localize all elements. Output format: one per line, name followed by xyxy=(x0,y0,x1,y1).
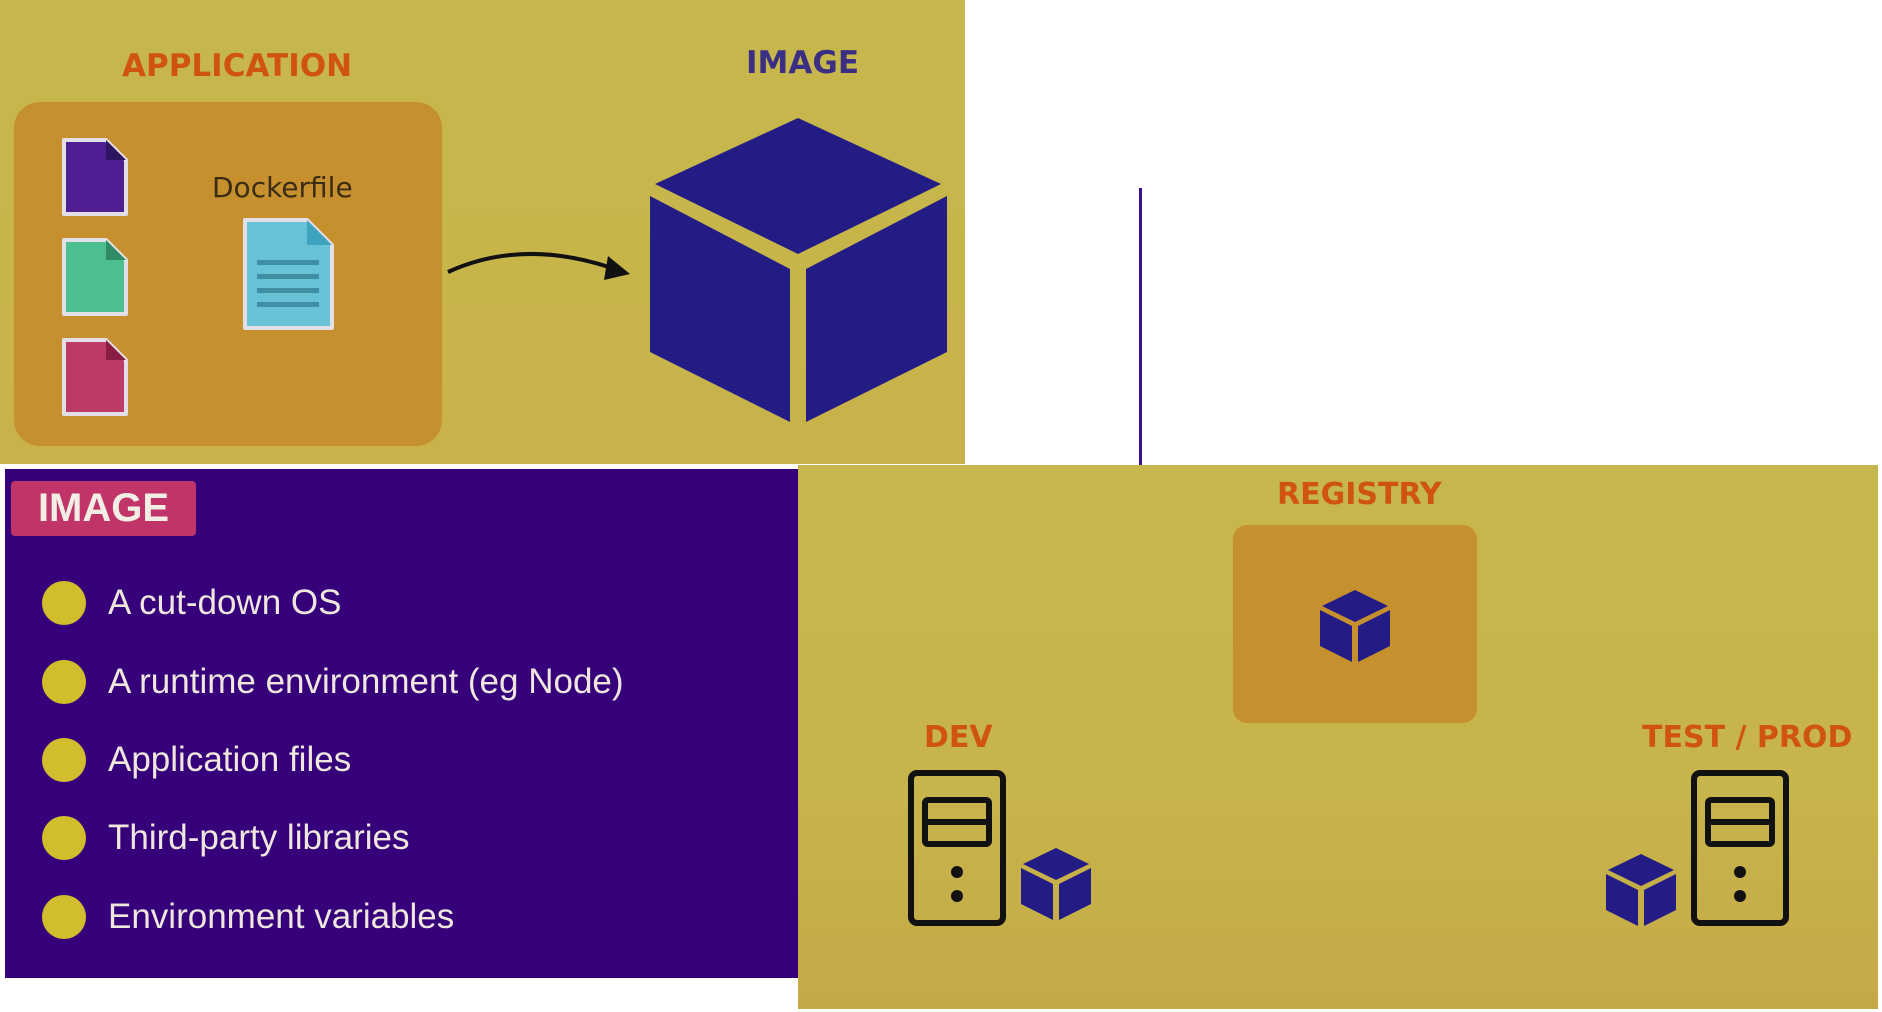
bullet-dot xyxy=(42,816,86,860)
dev-server-icon xyxy=(908,770,1006,926)
test-prod-cube-icon xyxy=(1606,854,1676,926)
image-contents-panel xyxy=(5,469,798,978)
application-title: APPLICATION xyxy=(122,48,353,84)
dockerfile-label: Dockerfile xyxy=(212,171,353,204)
purple-file-icon xyxy=(62,138,128,216)
build-arrow xyxy=(447,252,630,280)
list-item: Application files xyxy=(42,737,351,783)
list-item: A cut-down OS xyxy=(42,580,341,626)
test-prod-server-icon xyxy=(1691,770,1789,926)
section-divider xyxy=(1139,188,1142,466)
dev-cube-icon xyxy=(1021,848,1091,920)
dockerfile-icon xyxy=(243,218,334,330)
bullet-dot xyxy=(42,738,86,782)
list-item-text: Third-party libraries xyxy=(108,818,410,857)
green-file-icon xyxy=(62,238,128,316)
list-item-text: Environment variables xyxy=(108,897,455,936)
list-item-text: Application files xyxy=(108,740,352,779)
list-item: Environment variables xyxy=(42,894,454,940)
bullet-dot xyxy=(42,895,86,939)
image-badge: IMAGE xyxy=(11,481,196,536)
list-item: A runtime environment (eg Node) xyxy=(42,659,624,705)
image-title: IMAGE xyxy=(746,45,859,81)
image-cube-icon xyxy=(650,118,947,422)
red-file-icon xyxy=(62,338,128,416)
list-item: Third-party libraries xyxy=(42,815,409,861)
bullet-dot xyxy=(42,581,86,625)
registry-cube-icon xyxy=(1320,590,1390,662)
list-item-text: A cut-down OS xyxy=(108,583,342,622)
registry-title: REGISTRY xyxy=(1277,477,1442,512)
registry-box xyxy=(1233,525,1477,723)
dev-title: DEV xyxy=(924,720,993,755)
bullet-dot xyxy=(42,660,86,704)
test-prod-title: TEST / PROD xyxy=(1642,720,1853,755)
list-item-text: A runtime environment (eg Node) xyxy=(108,662,624,701)
